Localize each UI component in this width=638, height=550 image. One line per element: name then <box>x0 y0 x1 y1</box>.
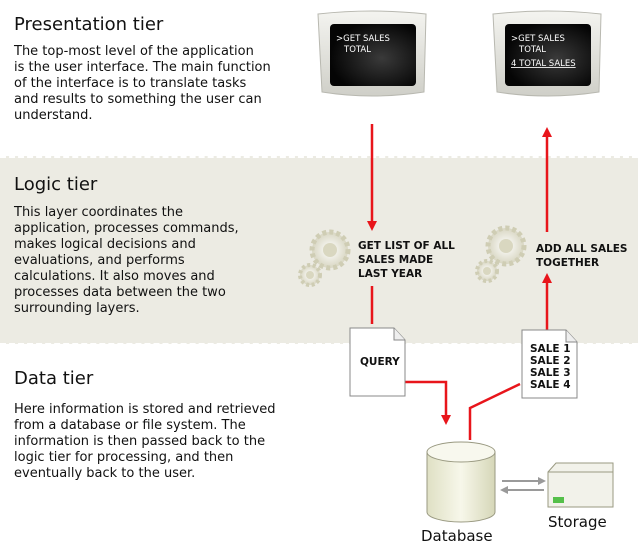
gear-icon <box>485 225 527 267</box>
sync-arrows <box>500 477 546 494</box>
logic-tier-title: Logic tier <box>14 174 98 195</box>
tier-divider-bottom <box>0 343 638 346</box>
screen-left-line2: TOTAL <box>343 45 371 55</box>
gear-icon <box>309 229 351 271</box>
arrow-query-to-database <box>405 380 451 425</box>
logic-step-left-line3: LAST YEAR <box>358 268 422 280</box>
sale-item: SALE 1 <box>530 343 571 355</box>
screen-right-line1: >GET SALES <box>511 34 565 44</box>
logic-step-left-line1: GET LIST OF ALL <box>358 240 455 252</box>
monitor-icon: >GET SALES TOTAL <box>317 10 427 97</box>
tier-divider-top <box>0 155 638 158</box>
screen-right-line2: TOTAL <box>518 45 546 55</box>
sale-item: SALE 4 <box>530 379 571 391</box>
logic-step-right-line2: TOGETHER <box>536 257 599 269</box>
data-tier-title: Data tier <box>14 368 94 389</box>
logic-step-left-line2: SALES MADE <box>358 254 433 266</box>
arrow-database-to-sales <box>468 382 521 440</box>
logic-tier-description: This layer coordinates the application, … <box>14 205 239 316</box>
monitor-icon: >GET SALES TOTAL 4 TOTAL SALES <box>492 10 602 97</box>
logic-step-right-line1: ADD ALL SALES <box>536 243 628 255</box>
gear-icon <box>298 263 322 287</box>
database-icon <box>426 441 496 523</box>
sale-item: SALE 2 <box>530 355 571 367</box>
sale-item: SALE 3 <box>530 367 571 379</box>
presentation-tier-title: Presentation tier <box>14 14 164 35</box>
document-icon: QUERY <box>349 327 406 397</box>
query-document-label: QUERY <box>360 356 400 368</box>
storage-led <box>553 497 564 503</box>
storage-label: Storage <box>548 513 607 531</box>
presentation-tier-description: The top-most level of the application is… <box>14 44 271 123</box>
data-tier-description: Here information is stored and retrieved… <box>14 402 276 481</box>
screen-right-line3: 4 TOTAL SALES <box>511 59 576 69</box>
document-icon: SALE 1 SALE 2 SALE 3 SALE 4 <box>521 329 578 399</box>
gear-icon <box>475 259 499 283</box>
screen-left-line1: >GET SALES <box>336 34 390 44</box>
database-label: Database <box>421 527 493 545</box>
data-flow-arrows <box>367 124 552 440</box>
storage-drive-icon <box>547 462 614 508</box>
